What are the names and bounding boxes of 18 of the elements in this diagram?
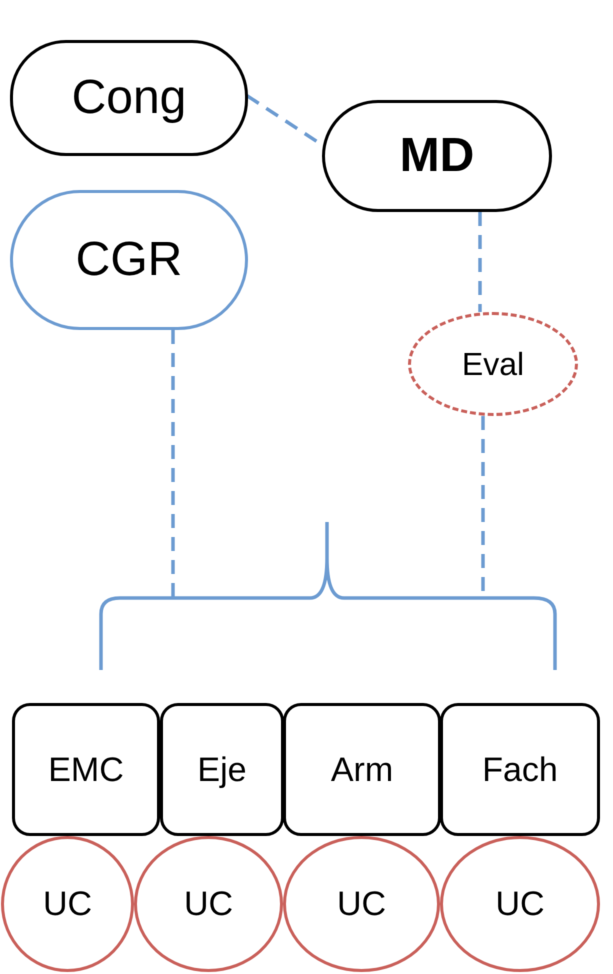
dashed-connector <box>171 330 175 598</box>
node-label: Eje <box>197 752 247 786</box>
rounded-box <box>283 703 441 836</box>
node-label: MD <box>400 132 474 180</box>
rounded-box <box>440 703 600 836</box>
node-label: Fach <box>482 752 558 786</box>
node-label: UC <box>495 887 545 921</box>
node-label: Cong <box>72 74 186 122</box>
node-label: UC <box>184 887 234 921</box>
rounded-box <box>12 703 160 836</box>
node-label: CGR <box>76 236 182 284</box>
rounded-box <box>160 703 284 836</box>
node-label: UC <box>336 887 386 921</box>
node-label: Arm <box>330 752 394 786</box>
node-label: UC <box>42 887 92 921</box>
node-label: Eval <box>462 348 524 380</box>
dashed-connector <box>478 212 482 312</box>
node-label: EMC <box>48 752 124 786</box>
